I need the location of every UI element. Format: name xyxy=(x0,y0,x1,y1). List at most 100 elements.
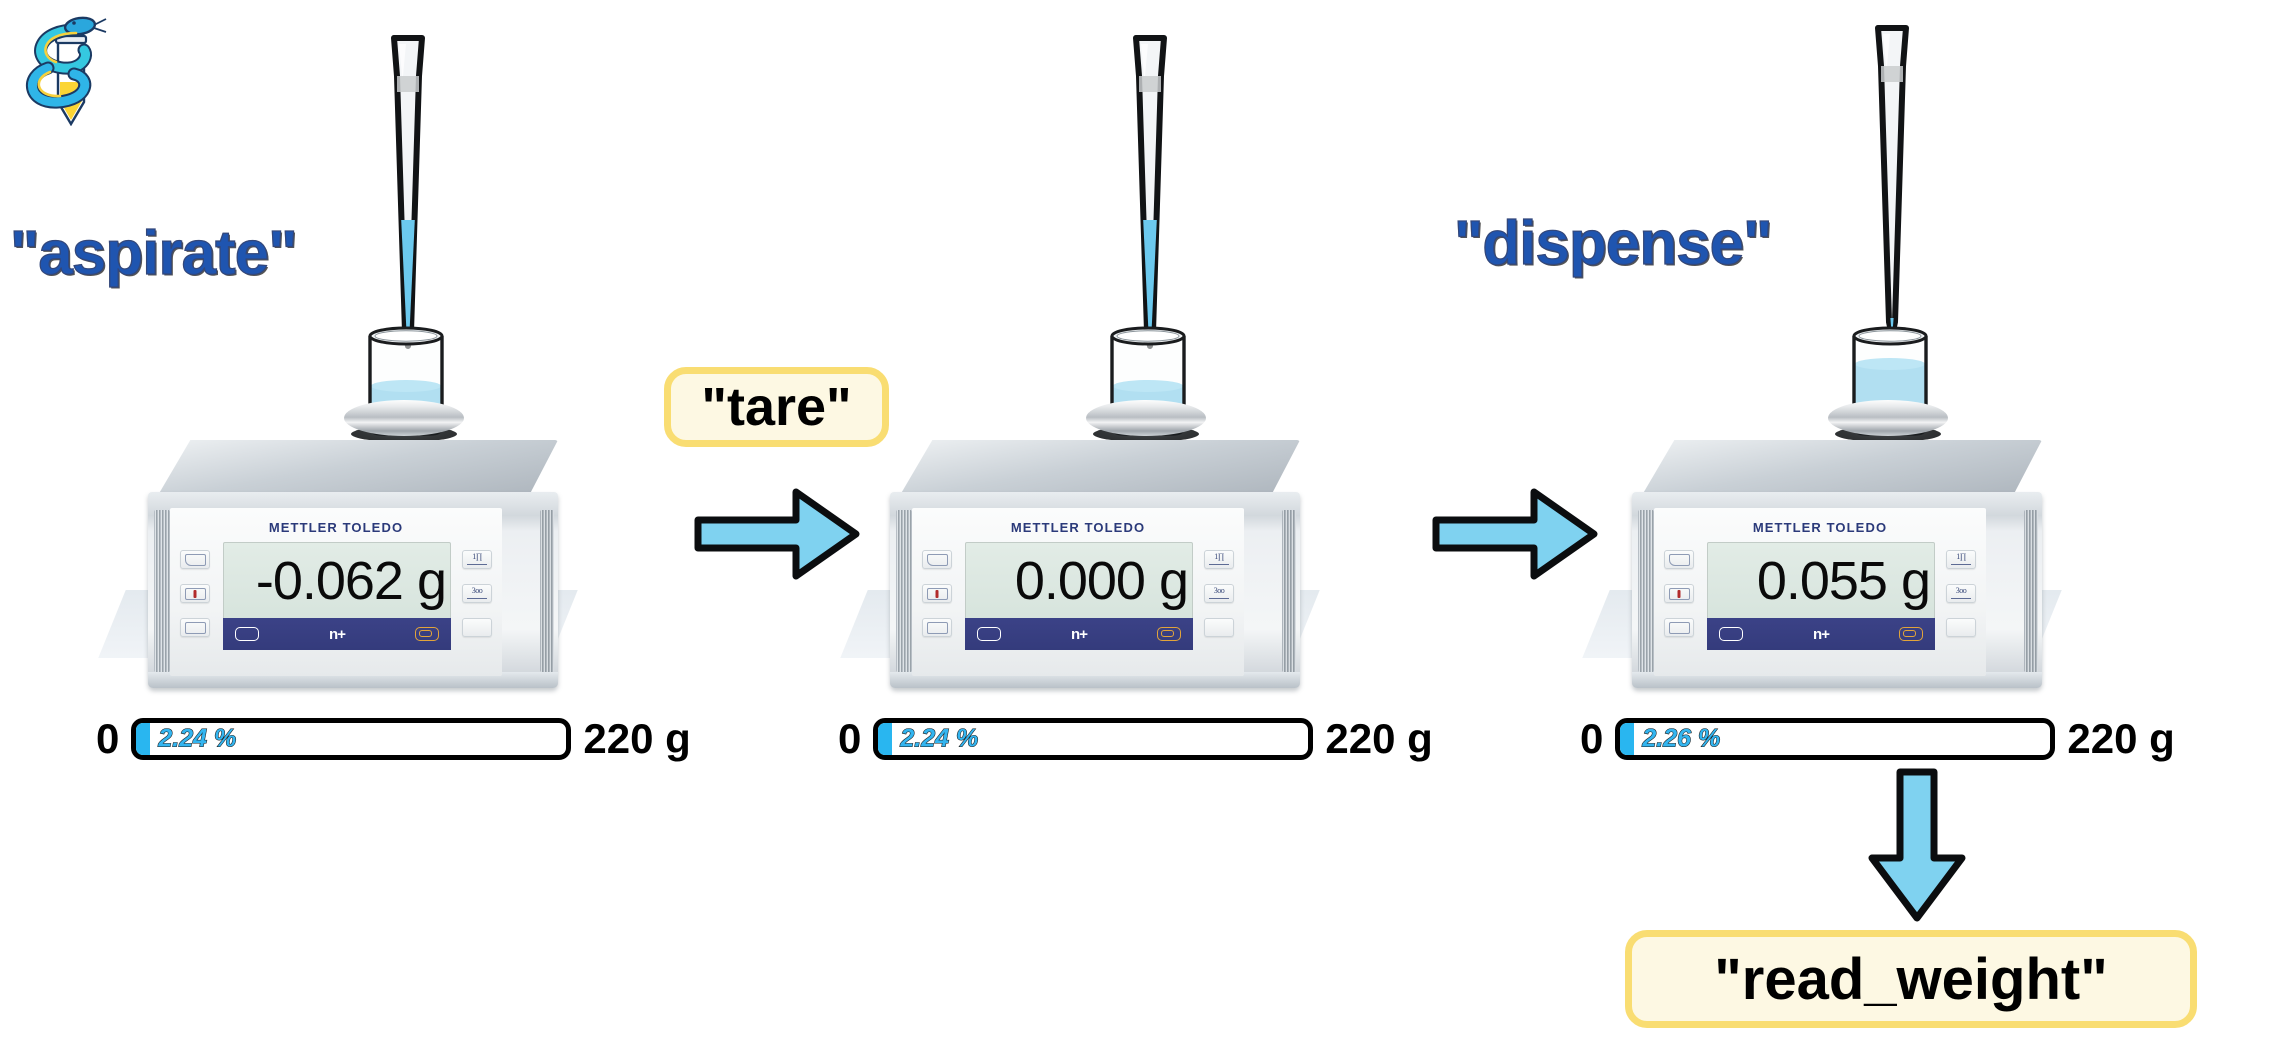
action-label-aspirate: "aspirate" xyxy=(9,218,298,288)
balance-right-vent xyxy=(540,510,554,672)
balance-weight-reading: 0.055 g xyxy=(1756,551,1931,611)
status-right-icon[interactable] xyxy=(1157,627,1181,641)
status-left-icon[interactable] xyxy=(977,627,1001,641)
balance-front-panel: METTLER TOLEDO 0.055 g n+ 1∏ 3oo xyxy=(1654,508,1986,676)
balance-top-deck xyxy=(154,440,558,502)
print-key-icon: 3oo xyxy=(1955,586,1967,595)
softkey-blank-right[interactable] xyxy=(462,618,492,637)
unit-key-icon: 1∏ xyxy=(1214,552,1224,561)
arrow-right-icon-1 xyxy=(692,484,862,589)
status-right-icon[interactable] xyxy=(415,627,439,641)
softkey-print-right[interactable]: 3oo xyxy=(462,584,492,603)
balance-left-vent xyxy=(896,510,912,672)
balance-front-panel: METTLER TOLEDO 0.000 g n+ 1∏ 3oo xyxy=(912,508,1244,676)
balance-brand-label: METTLER TOLEDO xyxy=(268,520,404,535)
softkey-unit-right[interactable]: 1∏ xyxy=(1946,550,1976,569)
balance-weight-reading: 0.000 g xyxy=(1014,551,1189,611)
capacity-max-label: 220 g xyxy=(2067,715,2175,762)
balance-top-deck xyxy=(896,440,1300,502)
balance-status-bar: n+ xyxy=(1707,618,1935,650)
blank-key-icon xyxy=(185,622,206,634)
balance-top-deck xyxy=(1638,440,2042,502)
status-mode-label: n+ xyxy=(329,625,346,643)
step-tare: METTLER TOLEDO 0.000 g n+ 1∏ 3oo 0 xyxy=(742,0,1442,790)
weighing-pan xyxy=(344,400,464,444)
action-label-dispense: "dispense" xyxy=(1453,208,1773,278)
blank-key-icon xyxy=(1669,622,1690,634)
unit-key-icon: 1∏ xyxy=(1956,552,1966,561)
step-aspirate: "aspirate" xyxy=(0,0,700,790)
softkey-print-right[interactable]: 3oo xyxy=(1204,584,1234,603)
capacity-min-label: 0 xyxy=(1580,715,1604,762)
balance-weight-reading: -0.062 g xyxy=(255,551,447,611)
capacity-bar-tare: 0 2.24 % 220 g xyxy=(838,712,1433,766)
balance-lcd-screen: 0.055 g xyxy=(1707,542,1935,620)
softkey-print-right[interactable]: 3oo xyxy=(1946,584,1976,603)
softkey-blank-left[interactable] xyxy=(1664,618,1694,637)
capacity-bar-track: 2.24 % xyxy=(131,718,572,760)
softkey-blank-left[interactable] xyxy=(922,618,952,637)
tab-key-icon xyxy=(927,554,948,566)
balance-lcd-screen: -0.062 g xyxy=(223,542,451,620)
capacity-max-label: 220 g xyxy=(583,715,691,762)
capacity-bar-track: 2.26 % xyxy=(1615,718,2056,760)
blank-key-icon xyxy=(927,622,948,634)
softkey-blank-right[interactable] xyxy=(1204,618,1234,637)
step-dispense: "dispense" xyxy=(1453,0,2184,790)
softkey-calibrate-left[interactable] xyxy=(180,584,210,603)
unit-key-underline xyxy=(1951,564,1971,565)
capacity-min-label: 0 xyxy=(96,715,120,762)
print-key-icon: 3oo xyxy=(471,586,483,595)
capacity-bar-fill xyxy=(1620,723,1635,755)
status-left-icon[interactable] xyxy=(1719,627,1743,641)
balance-front-panel: METTLER TOLEDO -0.062 g n+ 1∏ 3oo xyxy=(170,508,502,676)
softkey-unit-right[interactable]: 1∏ xyxy=(462,550,492,569)
unit-key-icon: 1∏ xyxy=(472,552,482,561)
tab-key-icon xyxy=(1669,554,1690,566)
balance-status-bar: n+ xyxy=(223,618,451,650)
balance-tare: METTLER TOLEDO 0.000 g n+ 1∏ 3oo xyxy=(840,418,1334,698)
balance-right-vent xyxy=(1282,510,1296,672)
unit-key-underline xyxy=(1209,564,1229,565)
capacity-bar-aspirate: 0 2.24 % 220 g xyxy=(96,712,691,766)
balance-status-bar: n+ xyxy=(965,618,1193,650)
status-mode-label: n+ xyxy=(1813,625,1830,643)
softkey-tab-left[interactable] xyxy=(1664,550,1694,569)
callout-read-weight[interactable]: "read_weight" xyxy=(1625,930,2197,1028)
print-key-underline xyxy=(467,598,487,599)
capacity-max-label: 220 g xyxy=(1325,715,1433,762)
status-right-icon[interactable] xyxy=(1899,627,1923,641)
balance-brand-label: METTLER TOLEDO xyxy=(1010,520,1146,535)
softkey-tab-left[interactable] xyxy=(922,550,952,569)
capacity-bar-fill xyxy=(878,723,893,755)
callout-tare[interactable]: "tare" xyxy=(664,367,889,447)
print-key-underline xyxy=(1951,598,1971,599)
balance-left-vent xyxy=(154,510,170,672)
arrow-right-icon-2 xyxy=(1430,484,1600,589)
status-left-icon[interactable] xyxy=(235,627,259,641)
calibrate-dot-icon xyxy=(193,589,197,598)
pipette-tip-icon xyxy=(1862,22,1922,342)
softkey-blank-right[interactable] xyxy=(1946,618,1976,637)
balance-dispense: METTLER TOLEDO 0.055 g n+ 1∏ 3oo xyxy=(1582,418,2076,698)
capacity-percent-label: 2.24 % xyxy=(158,724,237,753)
capacity-bar-fill xyxy=(136,723,151,755)
weighing-pan xyxy=(1828,400,1948,444)
arrow-down-icon xyxy=(1862,766,1972,931)
print-key-icon: 3oo xyxy=(1213,586,1225,595)
unit-key-underline xyxy=(467,564,487,565)
softkey-unit-right[interactable]: 1∏ xyxy=(1204,550,1234,569)
balance-brand-label: METTLER TOLEDO xyxy=(1752,520,1888,535)
status-mode-label: n+ xyxy=(1071,625,1088,643)
softkey-calibrate-left[interactable] xyxy=(922,584,952,603)
softkey-calibrate-left[interactable] xyxy=(1664,584,1694,603)
capacity-min-label: 0 xyxy=(838,715,862,762)
calibrate-key-icon xyxy=(185,588,206,600)
softkey-blank-left[interactable] xyxy=(180,618,210,637)
tab-key-icon xyxy=(185,554,206,566)
capacity-percent-label: 2.26 % xyxy=(1642,724,1721,753)
softkey-tab-left[interactable] xyxy=(180,550,210,569)
balance-right-vent xyxy=(2024,510,2038,672)
pan-disc xyxy=(1828,400,1948,436)
